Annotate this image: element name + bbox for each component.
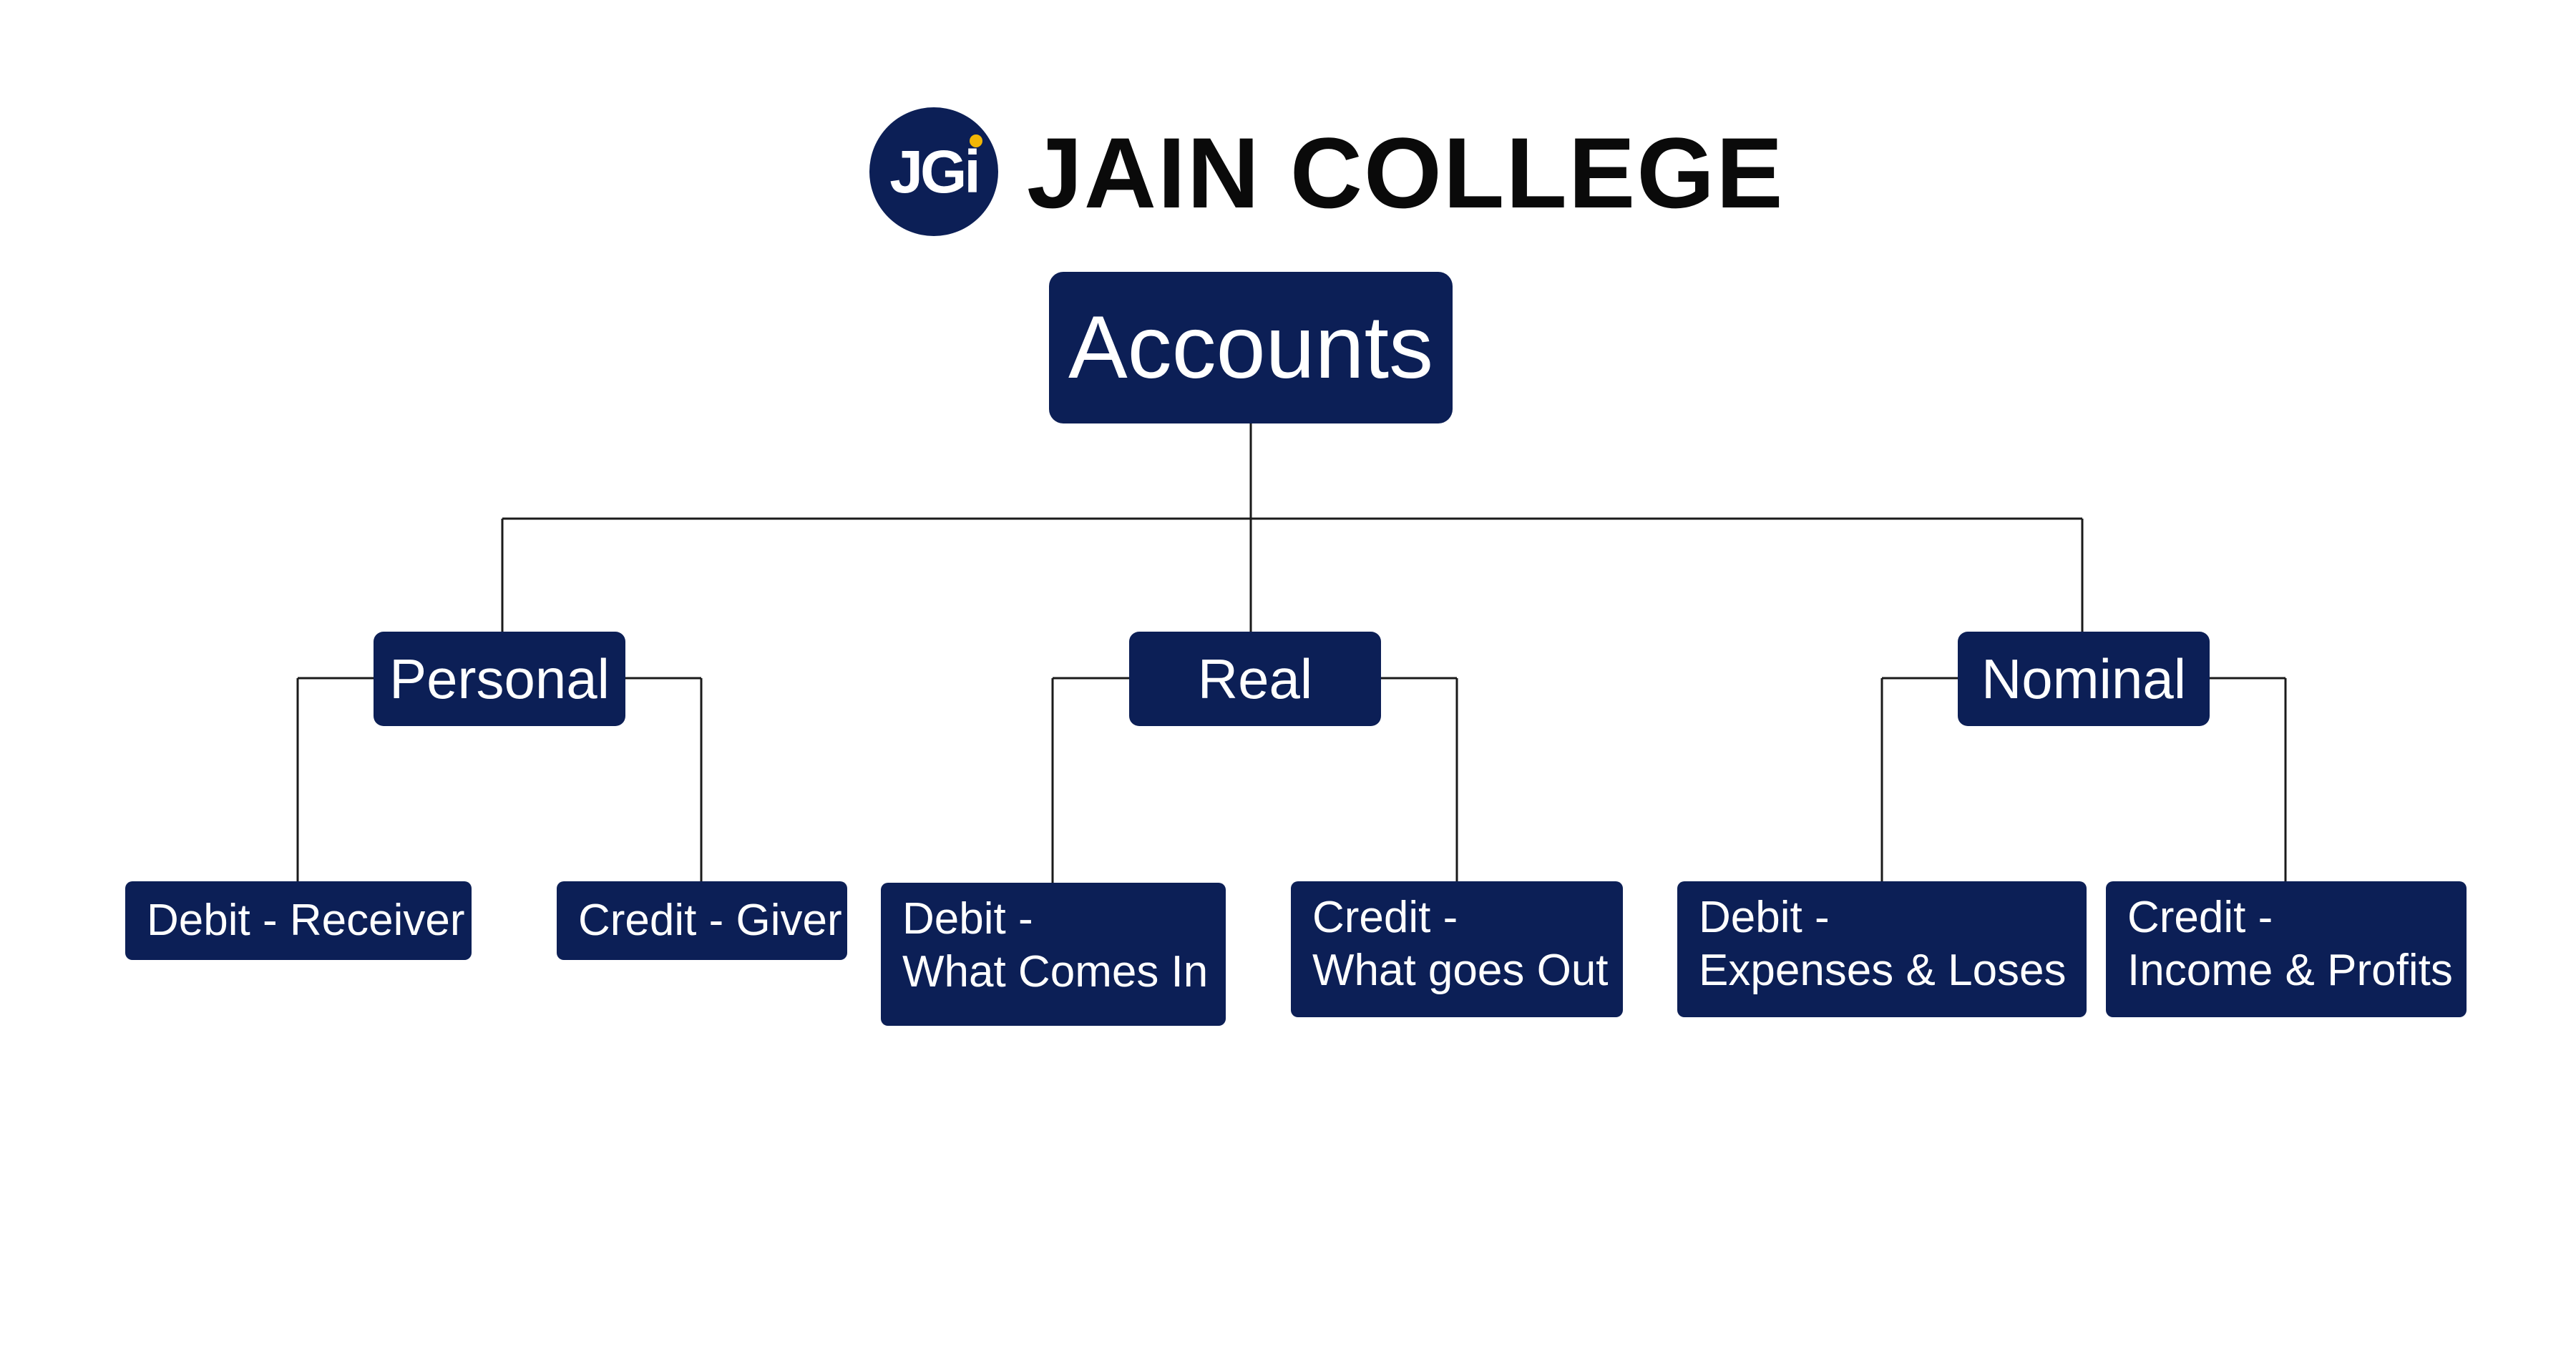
node-real-credit-line2: What goes Out [1312, 946, 1609, 996]
node-nominal-debit: Debit - Expenses & Loses [1677, 881, 2087, 1017]
node-personal-debit: Debit - Receiver [125, 881, 472, 960]
node-nominal: Nominal [1958, 632, 2210, 726]
node-accounts: Accounts [1049, 272, 1453, 423]
node-nominal-debit-line1: Debit - [1699, 893, 1830, 942]
node-accounts-label: Accounts [1068, 298, 1434, 397]
node-real-debit: Debit - What Comes In [881, 883, 1226, 1026]
node-personal-label: Personal [389, 647, 610, 710]
node-nominal-debit-line2: Expenses & Loses [1699, 946, 2067, 996]
node-real-debit-line1: Debit - [902, 894, 1033, 944]
node-nominal-credit-line1: Credit - [2127, 893, 2273, 942]
node-real-debit-line2: What Comes In [902, 947, 1209, 997]
node-nominal-credit: Credit - Income & Profits [2106, 881, 2467, 1017]
logo-dot-icon [970, 134, 982, 147]
node-real: Real [1129, 632, 1381, 726]
node-personal-credit-label: Credit - Giver [578, 895, 842, 945]
header: JGi JAIN COLLEGE [869, 107, 1783, 236]
node-personal-debit-label: Debit - Receiver [147, 895, 465, 945]
node-real-label: Real [1197, 647, 1313, 710]
node-real-credit-line1: Credit - [1312, 893, 1458, 942]
node-real-credit: Credit - What goes Out [1291, 881, 1623, 1017]
college-logo [869, 107, 998, 236]
logo-text: JGi [889, 138, 980, 205]
node-nominal-credit-line2: Income & Profits [2127, 946, 2453, 996]
college-name: JAIN COLLEGE [1027, 117, 1785, 229]
node-personal-credit: Credit - Giver [557, 881, 847, 960]
node-personal: Personal [374, 632, 625, 726]
node-nominal-label: Nominal [1981, 647, 2187, 710]
